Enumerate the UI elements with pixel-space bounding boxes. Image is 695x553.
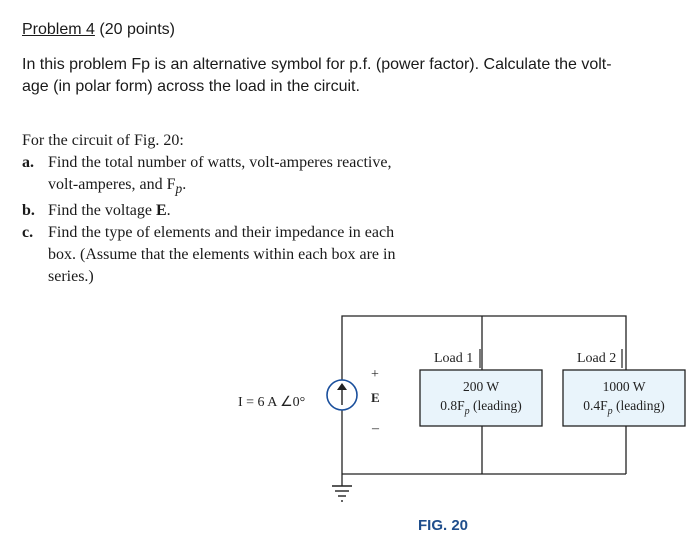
item-b-bold: E (155, 202, 167, 220)
problem-statement: In this problem Fp is an alternative sym… (22, 54, 682, 98)
exercise-item-b: b. Find the voltage E. (22, 200, 452, 222)
circuit-wires (341, 315, 627, 486)
exercise-item-c: c. Find the type of elements and their i… (22, 222, 452, 288)
load1-box (419, 369, 543, 427)
item-label: c. (22, 224, 34, 242)
load2-name: Load 2 (577, 351, 616, 366)
item-c-line-3: series.) (48, 268, 94, 286)
problem-heading: Problem 4 (20 points) (22, 21, 175, 39)
ground-icon (332, 485, 352, 502)
source-label: I = 6 A ∠0° (238, 395, 305, 410)
load1-power: 200 W (463, 379, 499, 394)
item-c-line-2: box. (Assume that the elements within ea… (48, 246, 396, 264)
current-source-icon (326, 379, 358, 411)
top-wire (341, 315, 627, 380)
plus-sign: + (371, 367, 379, 382)
exercise-intro: For the circuit of Fig. 20: (22, 132, 184, 149)
statement-line-2: age (in polar form) across the load in t… (22, 78, 360, 95)
exercise-text: For the circuit of Fig. 20: a. Find the … (22, 130, 452, 288)
figure-caption: FIG. 20 (418, 517, 468, 534)
load1-pf: 0.8Fp (leading) (440, 398, 522, 417)
item-a-sub: p (175, 181, 183, 197)
voltage-label: E (371, 390, 380, 405)
problem-points: (20 points) (94, 21, 175, 38)
statement-line-1: In this problem Fp is an alternative sym… (22, 56, 612, 73)
exercise-item-a: a. Find the total number of watts, volt-… (22, 152, 452, 200)
item-a-line-1: Find the total number of watts, volt-amp… (48, 154, 392, 171)
load2-box (562, 369, 686, 427)
item-a-line-2: volt-amperes, and F (48, 176, 176, 193)
problem-title: Problem 4 (22, 21, 95, 38)
minus-sign: – (371, 421, 380, 436)
item-c-line-1: Find the type of elements and their impe… (48, 224, 395, 242)
item-b-text: Find the voltage (48, 202, 156, 220)
load2-power: 1000 W (603, 379, 646, 394)
load1-name: Load 1 (434, 351, 473, 366)
item-label: b. (22, 202, 35, 220)
load2-pf: 0.4Fp (leading) (583, 398, 665, 417)
item-label: a. (22, 154, 34, 171)
